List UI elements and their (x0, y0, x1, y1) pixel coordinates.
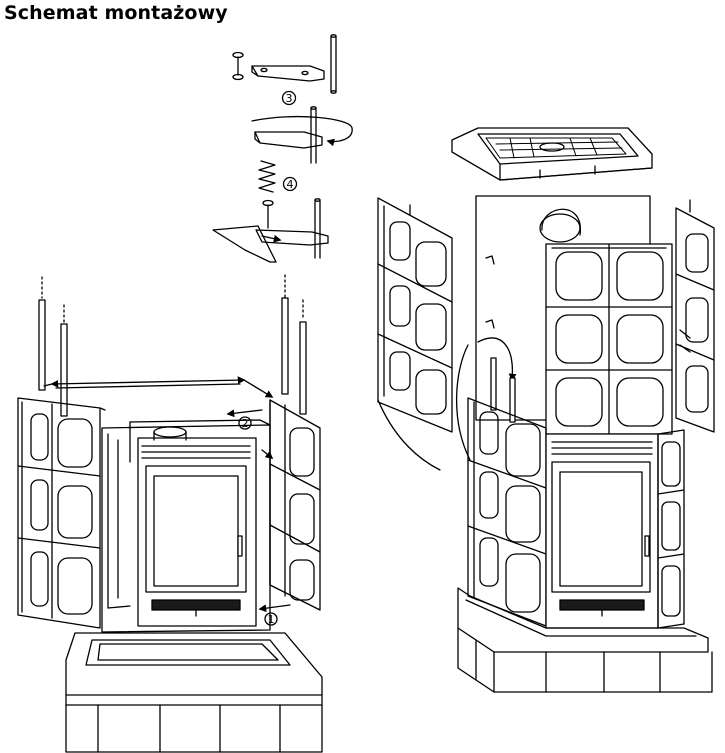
svg-text:1: 1 (268, 613, 275, 626)
assembled-base (457, 587, 713, 693)
callout-4: 4 (282, 176, 298, 192)
wedge-assembly (212, 198, 329, 263)
assembled-front (545, 433, 659, 629)
front-tile-panel (545, 243, 673, 435)
detached-side-panel (377, 197, 517, 471)
left-exploded-stove: 2 1 (17, 274, 323, 753)
bolt-part (232, 51, 244, 81)
callout-1: 1 (264, 612, 278, 626)
svg-text:3: 3 (286, 92, 293, 105)
spring-part (258, 160, 276, 193)
right-tile-column (261, 399, 321, 611)
page-title: Schemat montażowy (4, 2, 228, 24)
hardware-detail: 3 4 (212, 34, 353, 263)
rod-part (330, 34, 337, 94)
right-assembled-stove (377, 127, 715, 693)
callout-3: 3 (281, 90, 297, 106)
tie-bar (43, 376, 274, 398)
left-tile-column (17, 397, 106, 629)
right-side-panel (675, 199, 715, 433)
bracket-plate (251, 65, 325, 82)
corner-rods (38, 274, 307, 417)
svg-text:2: 2 (242, 417, 249, 430)
plinth-base (65, 632, 323, 753)
rod-bracket-assembly (251, 106, 353, 164)
stove-body (101, 419, 271, 633)
top-cover-plate (451, 127, 653, 181)
assembled-body (467, 357, 547, 627)
callout-2: 2 (238, 416, 252, 430)
assembled-right-side (657, 429, 685, 629)
svg-text:4: 4 (287, 178, 294, 191)
